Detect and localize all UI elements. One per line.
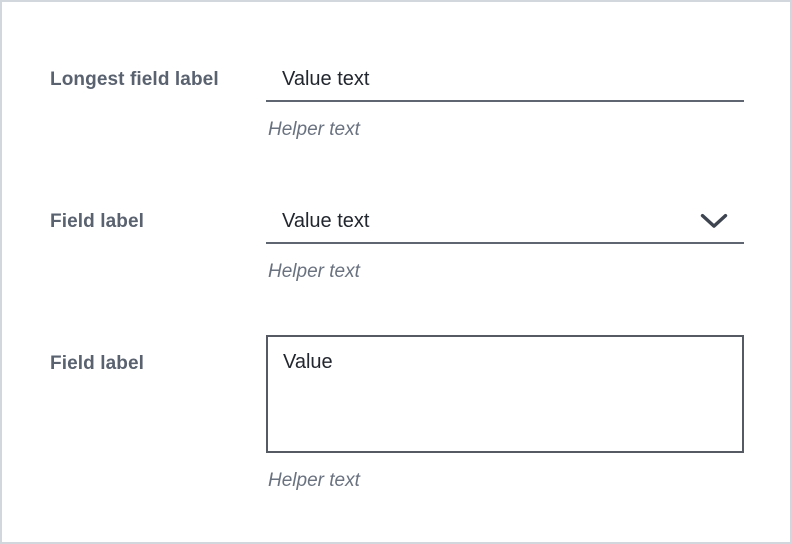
form-row-textarea: Field label Value Helper text [50,335,790,495]
helper-text: Helper text [268,470,360,491]
helper-text: Helper text [268,119,360,140]
field-label: Field label [50,211,145,232]
field-control: Helper text [266,58,744,144]
form-row-text-input: Longest field label Helper text [50,58,790,144]
chevron-down-icon [700,213,728,230]
select-value: Value text [282,209,370,232]
form-row-select: Field label Value text Helper text [50,200,790,286]
field-label: Longest field label [50,69,219,90]
select-input[interactable]: Value text [266,200,744,244]
text-input[interactable] [266,58,744,102]
field-control: Value Helper text [266,335,744,495]
field-group: Longest field label Helper text Field la… [2,2,790,495]
field-control: Value text Helper text [266,200,744,286]
textarea-input[interactable]: Value [266,335,744,453]
field-label: Field label [50,353,145,374]
helper-text: Helper text [268,261,360,282]
